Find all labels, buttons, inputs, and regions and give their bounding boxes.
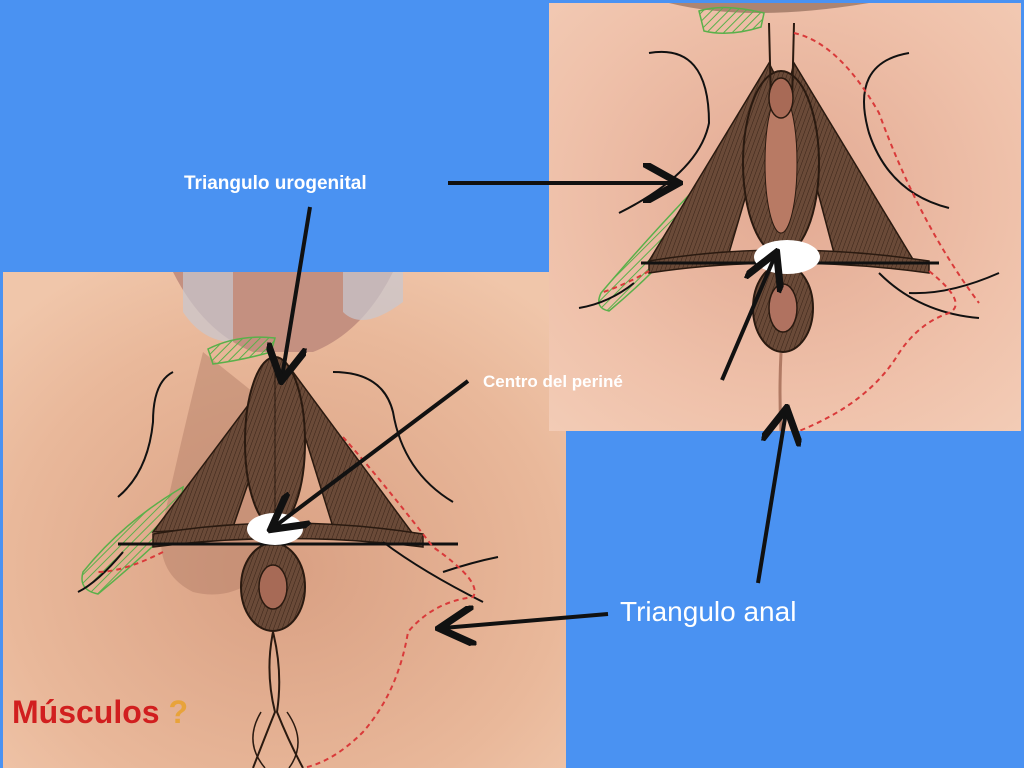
right-anatomy-panel [549, 3, 1021, 431]
central-point-marker-right [754, 240, 820, 274]
question-mark: ? [159, 694, 189, 730]
perineum-center-label: Centro del periné [483, 372, 623, 391]
anal-triangle-label: Triangulo anal [620, 596, 797, 627]
anal-triangle-boundary-right [798, 270, 957, 431]
urogenital-triangle-label: Triangulo urogenital [184, 173, 367, 194]
hatch-region-top-right [698, 6, 765, 34]
central-point-marker [247, 513, 303, 545]
arrow-icon [756, 412, 786, 584]
muscles-word: Músculos [12, 694, 160, 730]
right-anatomy-illustration [549, 3, 1021, 431]
muscles-question-title: Músculos ? [12, 694, 188, 731]
